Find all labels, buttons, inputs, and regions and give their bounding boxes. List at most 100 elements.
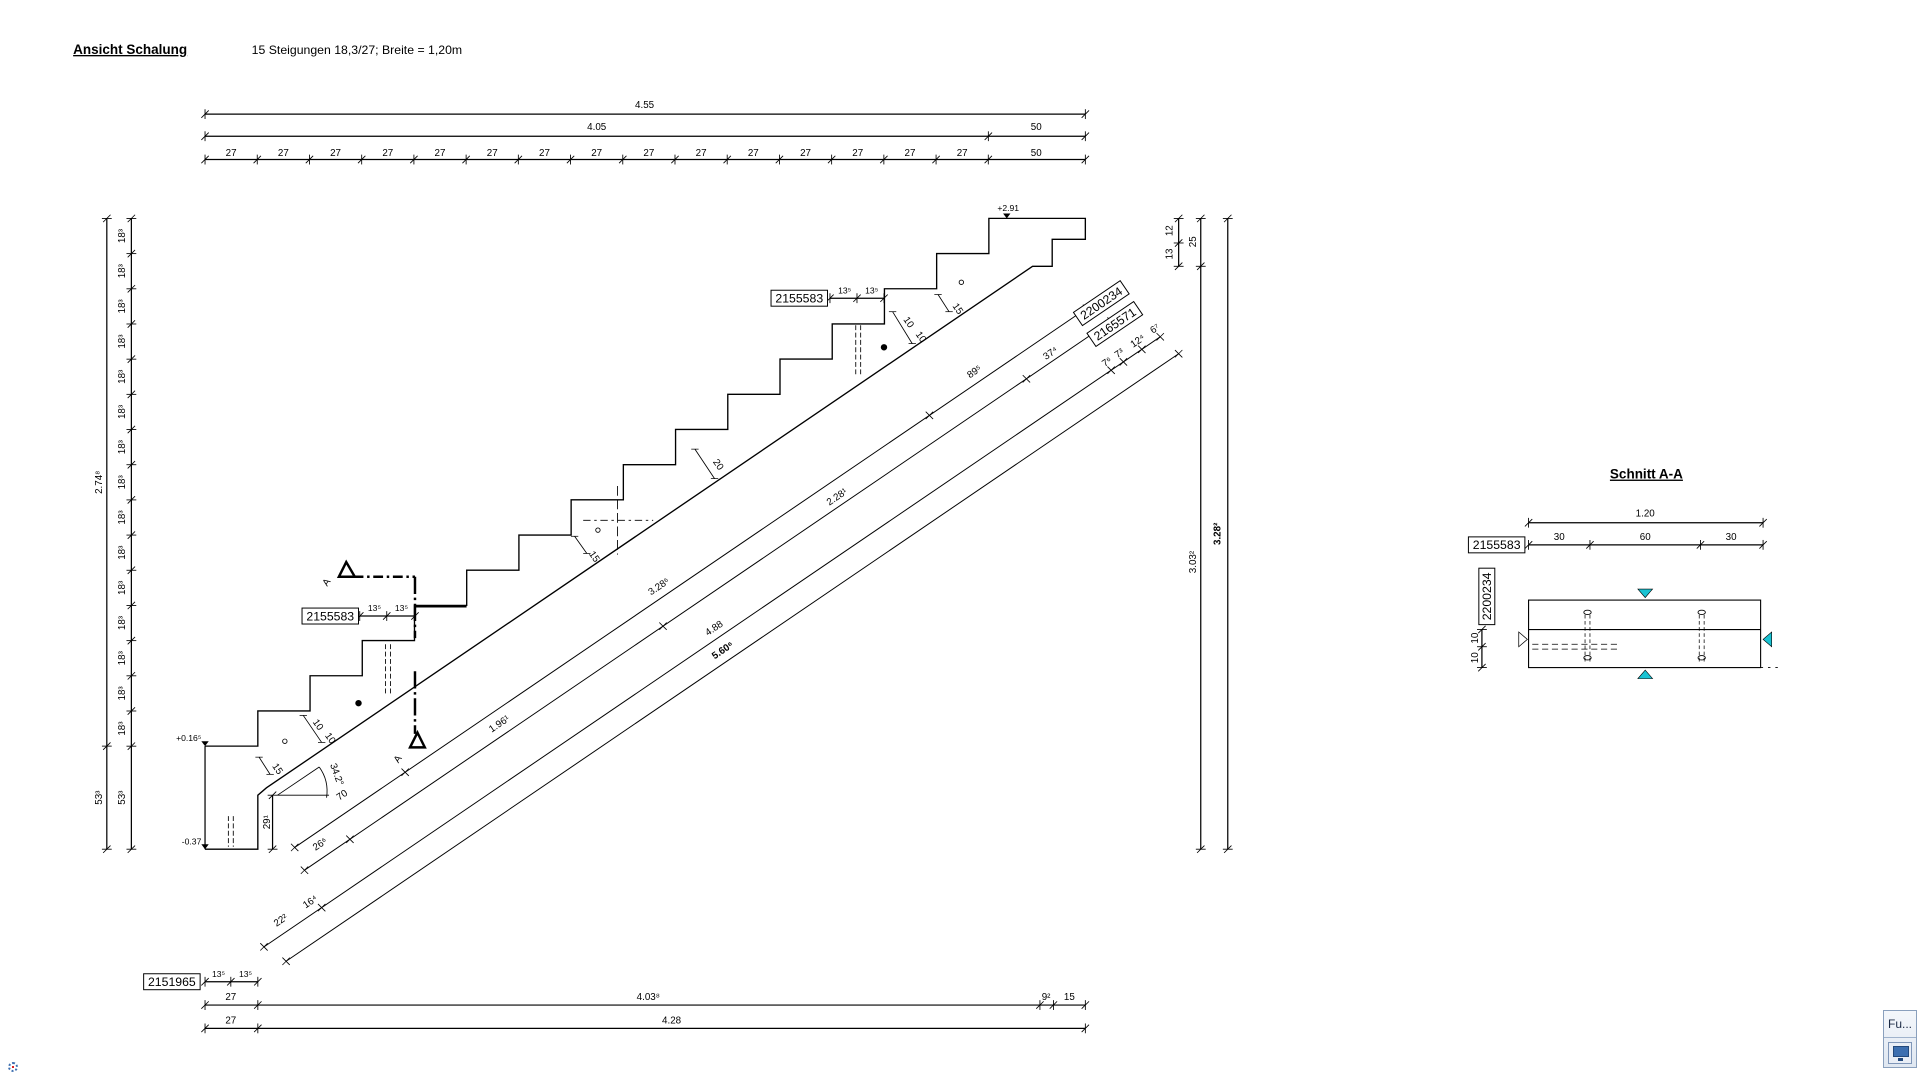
dimension-label: 18³ <box>117 545 128 560</box>
cover-dimension-line <box>574 536 588 554</box>
dimension-label: 16⁴ <box>301 894 320 912</box>
cover-dimension-line <box>694 448 715 479</box>
dimension-label: 7⁶ <box>1100 355 1114 369</box>
dimension-label: 27 <box>539 148 550 159</box>
dimension-label: 4.55 <box>635 100 655 111</box>
stair-formwork-outline <box>205 217 1087 850</box>
stair-spec: 15 Steigungen 18,3/27; Breite = 1,20m <box>252 43 462 57</box>
dimension-tick <box>127 671 136 680</box>
dimension-label: 18³ <box>117 334 128 349</box>
section-rebar-box-vertical: 2200234 <box>1478 567 1496 626</box>
dimension-label: 18³ <box>117 263 128 278</box>
dimension-tick <box>932 155 941 164</box>
widget-label[interactable]: Fu... <box>1884 1011 1916 1038</box>
dimension-tick <box>201 1024 210 1033</box>
dimension-label: 27 <box>748 148 759 159</box>
rebar-position-number: 2155583 <box>306 609 354 623</box>
dimension-label: 29¹ <box>262 814 273 829</box>
fullscreen-widget[interactable]: Fu... <box>1883 1010 1917 1068</box>
dimension-label: 27 <box>591 148 602 159</box>
dimension-label: 6⁷ <box>1148 322 1162 336</box>
dimension-label: 15 <box>269 762 285 778</box>
view-marker-bottom-icon <box>1637 669 1654 679</box>
level-marker-icon <box>1003 213 1011 219</box>
dimension-label: 3.28⁶ <box>646 576 671 598</box>
dimension-tick <box>1137 345 1146 354</box>
dimension-label: 18³ <box>117 404 128 419</box>
dimension-label: 3.03² <box>1188 550 1199 573</box>
dimension-label: 13⁵ <box>368 603 382 613</box>
angle-reference-line <box>277 766 320 796</box>
dimension-tick <box>852 294 861 303</box>
dimension-tick <box>514 155 523 164</box>
dimension-tick <box>1035 1001 1044 1010</box>
dimension-tick <box>305 155 314 164</box>
level-label: +2.91 <box>997 203 1019 213</box>
insert-dot-icon <box>880 344 888 351</box>
dimension-tick <box>1696 540 1705 549</box>
dimension-label: 27 <box>905 148 916 159</box>
section-outline <box>1528 599 1762 669</box>
dimension-tick <box>1174 238 1183 247</box>
dimension-label: 13 <box>1165 248 1176 259</box>
dimension-tick <box>1049 1001 1058 1010</box>
dimension-label: 18³ <box>117 650 128 665</box>
dimension-tick <box>127 355 136 364</box>
hole-marker-icon <box>595 527 601 533</box>
monitor-icon[interactable] <box>1888 1042 1912 1064</box>
dimension-label: 27 <box>487 148 498 159</box>
dimension-label: 27 <box>226 148 237 159</box>
dimension-label: 18³ <box>117 721 128 736</box>
rebar-box-frame <box>1478 567 1496 626</box>
section-rebar-box: 2155583 <box>1467 536 1526 554</box>
dimension-tick <box>1174 262 1183 271</box>
coordinate-system-icon[interactable] <box>8 1062 18 1072</box>
dimension-tick <box>1081 110 1090 119</box>
dimension-tick <box>357 155 366 164</box>
dimension-label: 1.20 <box>1636 509 1656 520</box>
dimension-tick <box>201 155 210 164</box>
dimension-tick <box>127 495 136 504</box>
dimension-tick <box>253 1001 262 1010</box>
rebar-box-frame <box>770 289 829 307</box>
dimension-tick <box>290 843 299 852</box>
diagonal-dimension-line <box>263 336 1161 948</box>
dimension-tick <box>268 845 277 854</box>
dimension-tick <box>127 214 136 223</box>
dimension-tick <box>1081 1001 1090 1010</box>
rebar-box-frame <box>1467 536 1526 554</box>
dimension-tick <box>127 284 136 293</box>
dimension-label: 12 <box>1165 225 1176 236</box>
level-label: +0.16⁵ <box>176 733 202 743</box>
view-marker-top-icon <box>1637 588 1654 599</box>
dimension-tick <box>127 636 136 645</box>
dimension-label: 25 <box>1188 236 1199 247</box>
dimension-tick <box>1022 374 1031 383</box>
drawing-title: Ansicht Schalung <box>73 42 187 57</box>
dimension-tick <box>102 845 111 854</box>
dimension-label: 18³ <box>117 686 128 701</box>
dimension-tick <box>409 155 418 164</box>
dimension-tick <box>984 132 993 141</box>
dimension-tick <box>201 977 210 986</box>
dimension-tick <box>1081 155 1090 164</box>
cover-dimension-line <box>892 311 913 344</box>
dimension-label: 10 <box>1470 652 1481 663</box>
dimension-tick <box>201 132 210 141</box>
dimension-label: 18³ <box>117 439 128 454</box>
dimension-tick <box>410 612 419 621</box>
dimension-tick <box>879 155 888 164</box>
dimension-label: 15 <box>586 549 602 565</box>
dimension-tick <box>1156 332 1165 341</box>
dimension-label: 4.88 <box>703 618 725 638</box>
anchor-head-icon <box>1583 609 1592 615</box>
dimension-label: 15 <box>1064 992 1075 1003</box>
dimension-label: 53³ <box>117 790 128 805</box>
dimension-label: 4.05 <box>587 122 607 133</box>
rebar-box-frame <box>143 973 201 991</box>
dimension-tick <box>260 942 268 951</box>
dimension-tick <box>127 319 136 328</box>
rebar-box-lower: 2155583 <box>301 607 359 625</box>
dimension-label: 13⁵ <box>395 603 409 613</box>
